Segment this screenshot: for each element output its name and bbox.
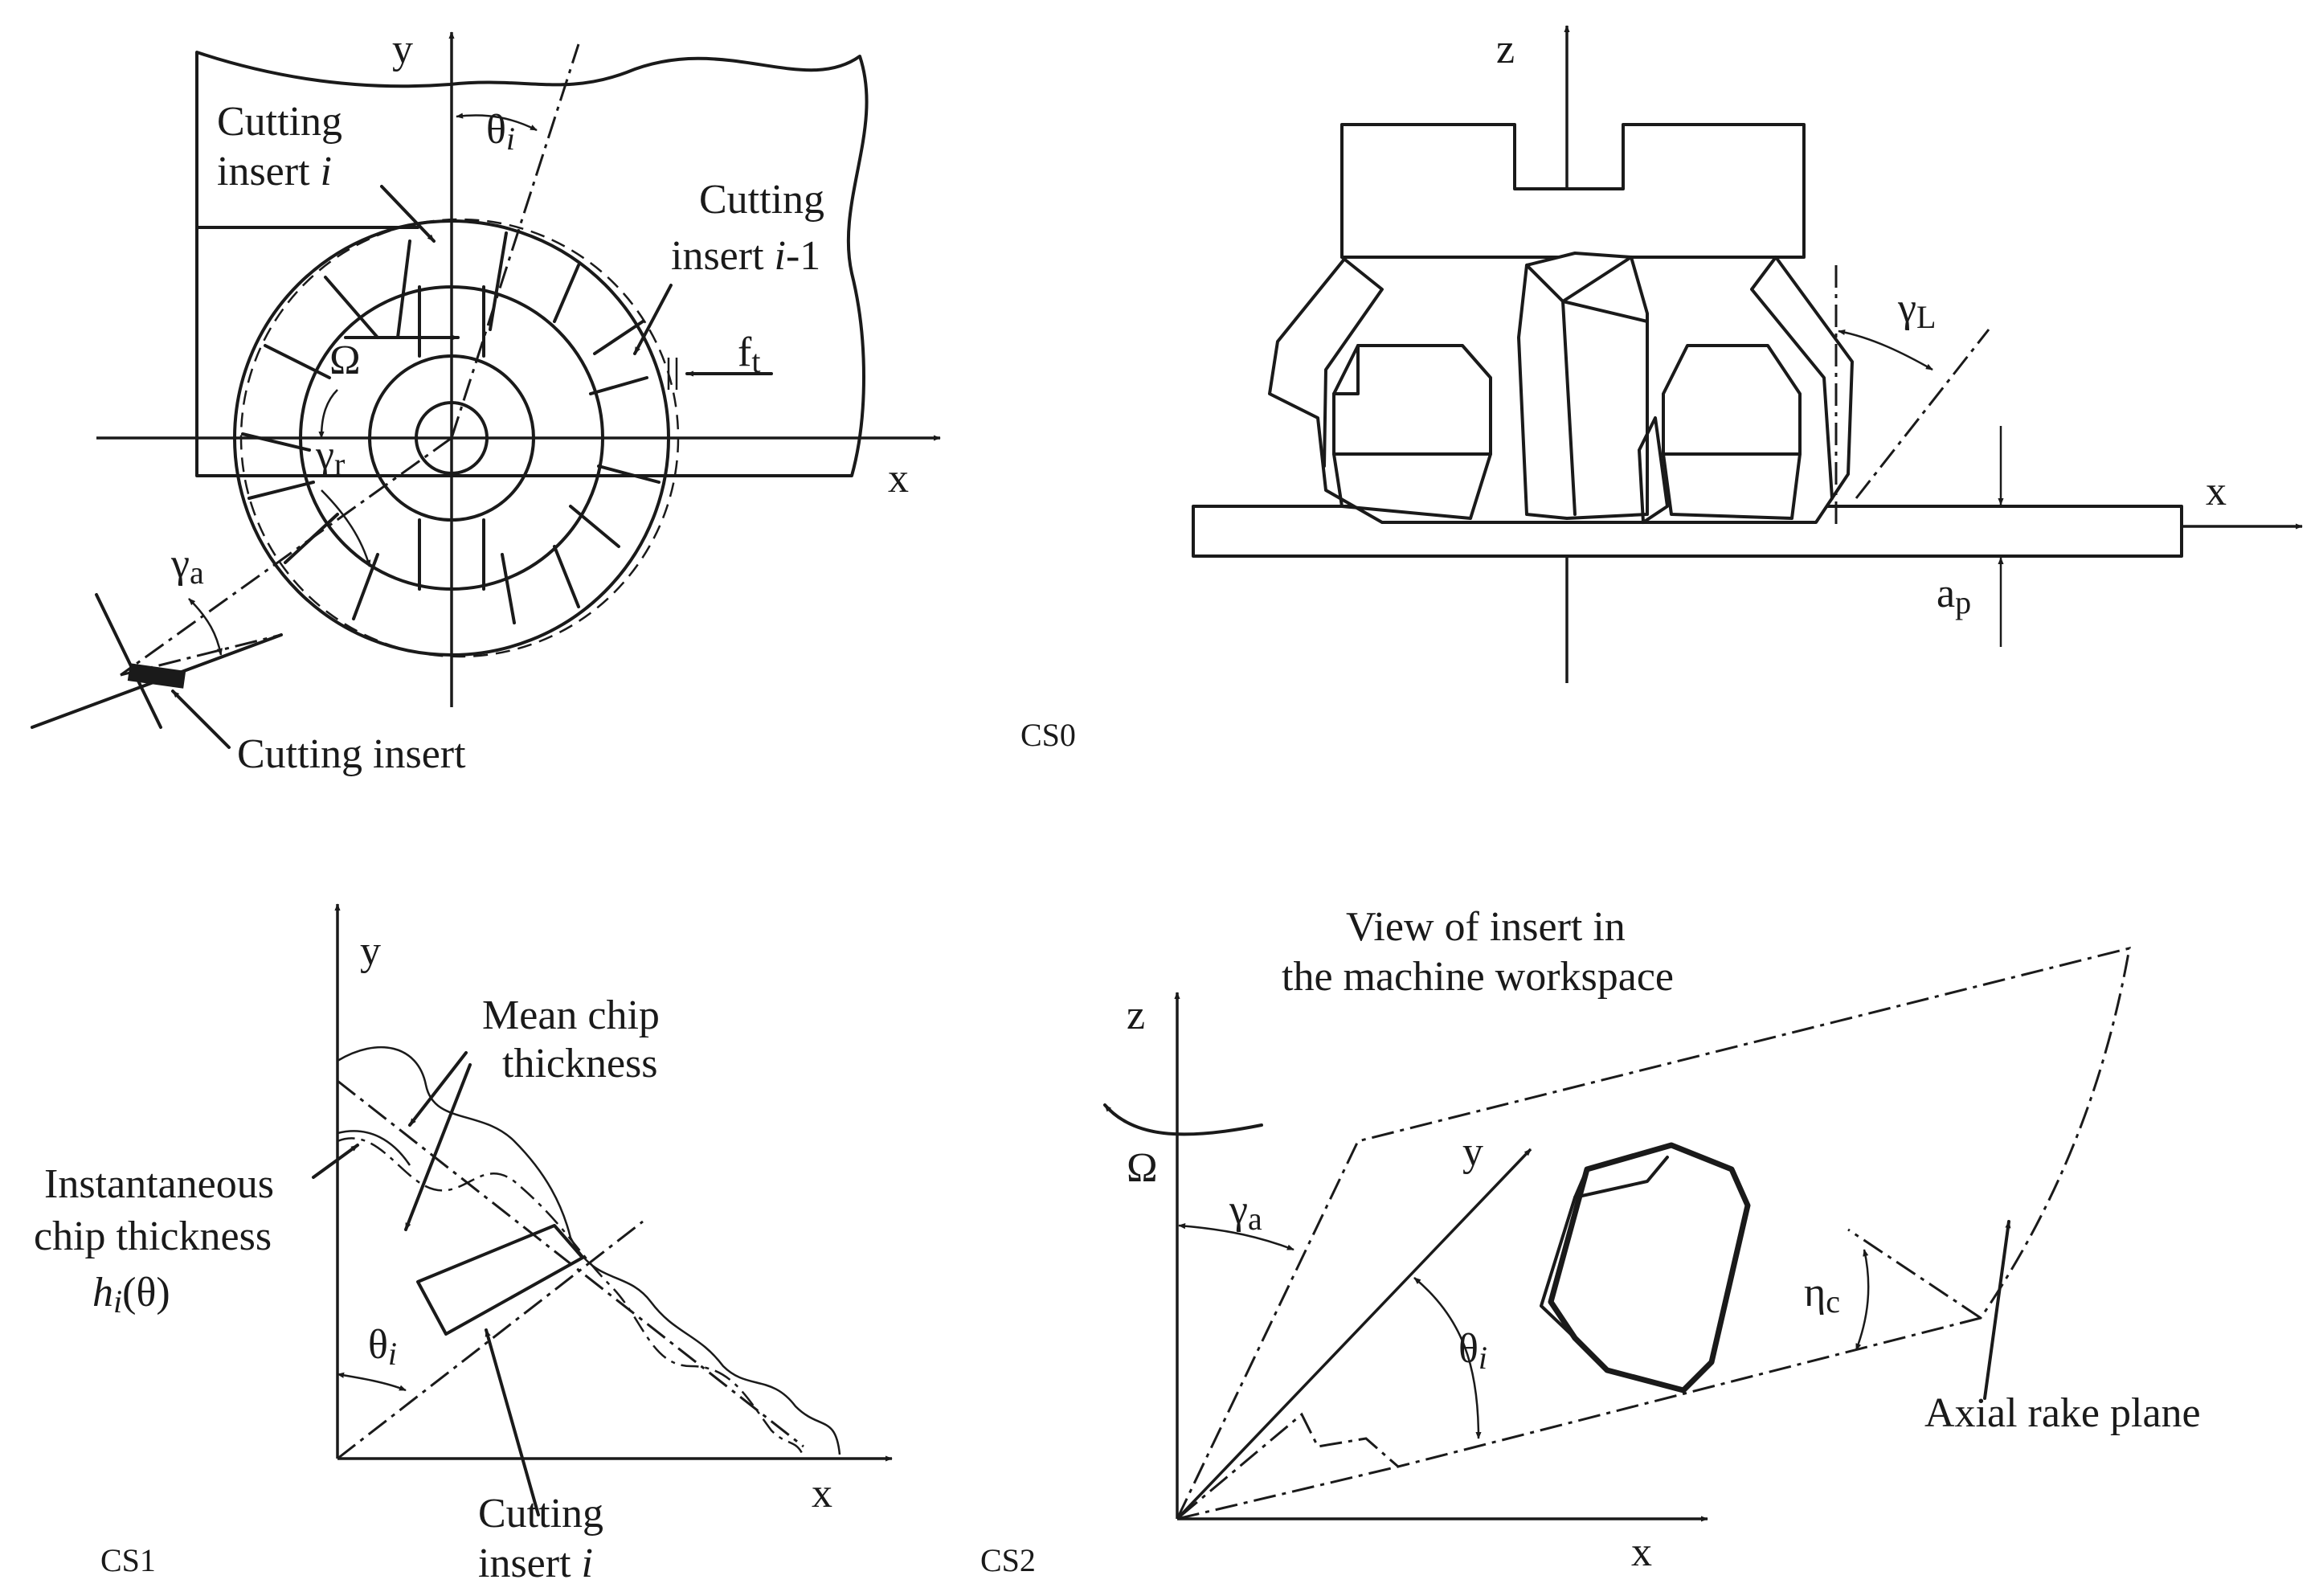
cs1-insert-line2: insert (478, 1541, 571, 1586)
svg-text:insert i: insert i (478, 1541, 593, 1586)
cs1-insert (416, 1224, 584, 1336)
cs0-insert-prev-suffix: -1 (786, 233, 820, 279)
cs0-axis-y-label: y (392, 27, 413, 72)
svg-text:θi: θi (1458, 1326, 1487, 1376)
cs0-gamma-a-sub: a (190, 555, 204, 591)
svg-text:γr: γr (315, 432, 345, 482)
cs0-insert-i-label: Cutting (217, 99, 342, 145)
central-insert (1517, 252, 1649, 520)
cs1-axis-x-label: x (812, 1471, 832, 1516)
cutter-outer-dash (239, 218, 680, 658)
cs1-insert-index: i (582, 1541, 593, 1586)
cs2-view-line2: the machine workspace (1282, 954, 1674, 1000)
cs0-omega: Ω (329, 338, 361, 383)
cs1-panel: y x Mean chip thickness Instantaneous ch… (34, 903, 893, 1586)
small-cutting-insert (127, 663, 186, 689)
cs2-eta-sub: c (1826, 1283, 1840, 1320)
svg-text:γa: γa (170, 541, 204, 591)
cs1-inst-h: h (92, 1270, 113, 1316)
svg-text:ap: ap (1937, 571, 1971, 620)
chip-surface-3 (337, 1130, 411, 1166)
cs0-theta: θ (486, 107, 506, 153)
cs0-feed-sub: t (751, 343, 760, 379)
cs0-gamma-r: γ (315, 432, 334, 478)
cs0-axis-x-label: x (888, 456, 909, 501)
cs2-view-line1: View of insert in (1346, 904, 1626, 950)
cs0-theta-sub: i (506, 121, 515, 157)
cs0-gamma-a: γ (170, 541, 190, 587)
cs0-insert-prev-word: insert (671, 233, 764, 279)
svg-text:ηc: ηc (1804, 1270, 1840, 1320)
cs0-insert-i-word: insert (217, 149, 310, 194)
svg-text:θi: θi (486, 107, 515, 157)
cs2-axis-x-label: x (1631, 1529, 1652, 1575)
svg-text:γa: γa (1229, 1187, 1262, 1237)
side-gamma-L-sub: L (1916, 299, 1936, 335)
cs2-y-axis (1176, 1148, 1532, 1520)
svg-text:γL: γL (1897, 285, 1936, 335)
cs0-insert-prev-label: Cutting (699, 177, 824, 223)
side-ap-sub: p (1955, 584, 1971, 620)
cs1-theta: θ (368, 1322, 388, 1368)
svg-text:θi: θi (368, 1322, 397, 1372)
cs1-inst-h-sub: i (113, 1283, 122, 1320)
cs0-insert-prev-index: i (775, 233, 786, 279)
cs1-mean-line1: Mean chip (482, 992, 660, 1038)
cs2-gamma-a: γ (1229, 1187, 1248, 1233)
side-gamma-L: γ (1897, 285, 1916, 331)
cs2-axis-z-label: z (1127, 992, 1145, 1038)
svg-text:insert i: insert i (217, 149, 332, 194)
cs0-top-view: y x (31, 27, 941, 777)
cs0-gamma-r-sub: r (334, 446, 345, 482)
cs1-tag: CS1 (100, 1542, 156, 1578)
cs2-axial-plane-label: Axial rake plane (1924, 1390, 2201, 1436)
cs2-eta: η (1804, 1270, 1826, 1316)
cs1-theta-sub: i (388, 1336, 397, 1372)
cs2-panel: z x y Ω γa θi ηc View of insert in the m… (980, 904, 2201, 1578)
cs0-side-view: z x γL ap CS0 (1020, 25, 2303, 753)
cs2-insert (1548, 1142, 1751, 1393)
cs2-theta: θ (1458, 1326, 1479, 1372)
side-axis-z-label: z (1496, 27, 1515, 72)
cs1-insert-line1: Cutting (478, 1491, 603, 1537)
svg-text:insert i-1: insert i-1 (671, 233, 820, 279)
axial-rake-plane (1176, 946, 2131, 1520)
chip-surface-1 (337, 1046, 841, 1455)
cs2-gamma-a-sub: a (1248, 1201, 1262, 1237)
cutter-hub-circle (368, 354, 535, 522)
chip-surface-2 (337, 1137, 805, 1457)
cs1-mean-line2: thickness (502, 1041, 658, 1087)
cs1-axis-y-label: y (360, 928, 381, 974)
cs1-inst-h-arg: (θ) (122, 1270, 170, 1316)
cs1-inst-line2: chip thickness (34, 1213, 272, 1259)
cs2-omega: Ω (1127, 1145, 1158, 1191)
cutter-outer-circle (233, 219, 670, 657)
side-ap: a (1937, 571, 1955, 616)
cs0-cutting-insert-label: Cutting insert (237, 731, 466, 777)
cs0-tag: CS0 (1020, 717, 1076, 753)
cutter-bore-circle (415, 401, 489, 475)
cs2-axis-y-label: y (1462, 1129, 1483, 1175)
cutter-body-circle (299, 285, 604, 591)
side-axis-x-label: x (2206, 469, 2227, 514)
workpiece-outline (195, 51, 869, 477)
cs0-insert-i-index: i (321, 149, 332, 194)
cutter-shank (1340, 123, 1806, 259)
svg-text:hi(θ): hi(θ) (92, 1270, 170, 1320)
svg-text:ft: ft (738, 329, 760, 379)
cs2-tag: CS2 (980, 1542, 1036, 1578)
cs0-feed: f (738, 329, 752, 375)
cs2-theta-sub: i (1479, 1340, 1487, 1376)
cs1-inst-line1: Instantaneous (44, 1161, 274, 1207)
